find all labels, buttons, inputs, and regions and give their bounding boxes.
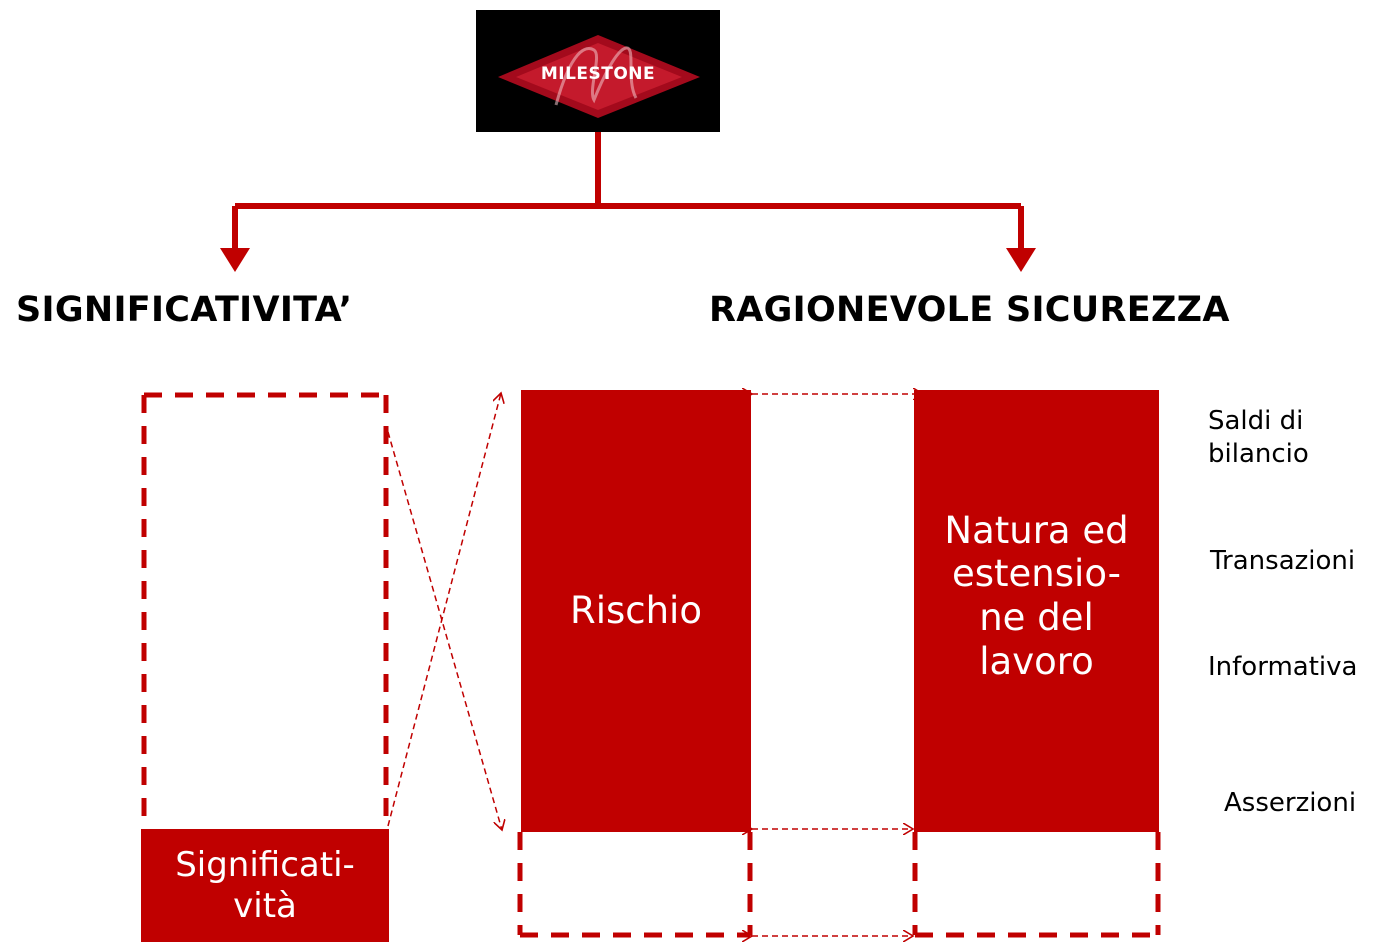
rischio-box: Rischio <box>521 390 751 832</box>
heading-significativita: SIGNIFICATIVITA’ <box>16 290 353 330</box>
milestone-logo: MILESTONE <box>476 10 720 132</box>
label-saldi-di-bilancio: Saldi di bilancio <box>1208 406 1309 470</box>
label-asserzioni: Asserzioni <box>1224 788 1357 818</box>
significativita-box: Significati- vità <box>141 829 389 942</box>
arrow-down-right <box>1006 248 1036 272</box>
significativita-box-label: Significati- vità <box>175 845 355 926</box>
cross-arrow-down <box>387 431 502 830</box>
label-informativa: Informativa <box>1208 652 1358 682</box>
logo-text: MILESTONE <box>540 64 656 84</box>
tree-connector <box>232 132 1024 258</box>
arrow-down-left <box>220 248 250 272</box>
rischio-box-label: Rischio <box>570 589 702 633</box>
natura-box-label: Natura ed estensio- ne del lavoro <box>944 508 1129 683</box>
label-transazioni: Transazioni <box>1210 546 1356 576</box>
heading-ragionevole-sicurezza: RAGIONEVOLE SICUREZZA <box>709 290 1230 330</box>
significativita-dashed-frame <box>141 392 389 830</box>
natura-box: Natura ed estensio- ne del lavoro <box>914 390 1159 832</box>
logo-emblem <box>498 35 700 118</box>
bottom-dashed-frames <box>517 832 1161 938</box>
cross-arrow-up <box>387 393 501 827</box>
